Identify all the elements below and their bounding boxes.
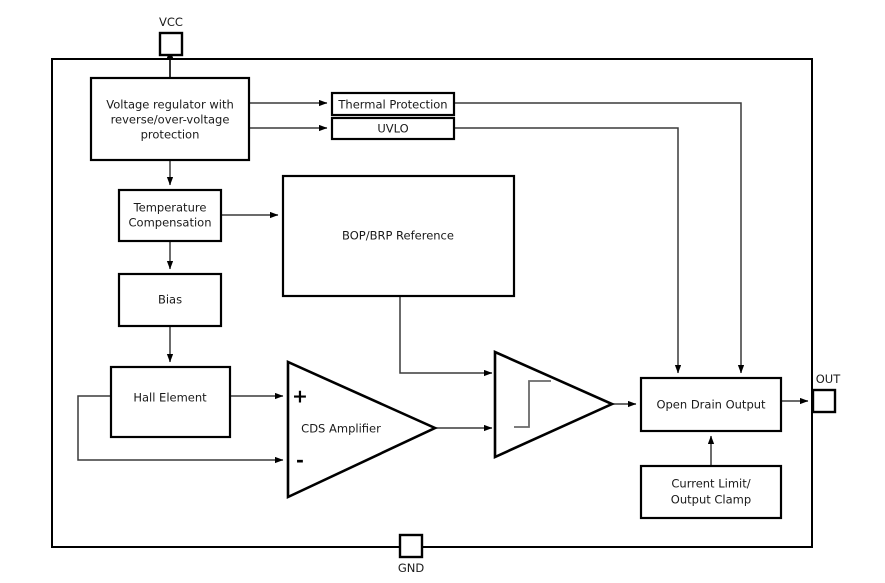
block-current-limit-output-clamp-label-line2: Output Clamp bbox=[671, 493, 751, 507]
wire-uvlo-to-open-drain bbox=[454, 127, 682, 374]
block-bop-brp-reference[interactable] bbox=[281, 174, 516, 298]
pad-out[interactable] bbox=[811, 388, 837, 414]
block-current-limit-output-clamp[interactable] bbox=[639, 464, 783, 520]
block-bias[interactable] bbox=[117, 272, 223, 328]
block-voltage-regulator-label-line2: reverse/over-voltage bbox=[111, 113, 230, 127]
block-uvlo[interactable] bbox=[330, 116, 456, 141]
block-uvlo-label: UVLO bbox=[377, 122, 408, 136]
block-current-limit-output-clamp-label-line1: Current Limit/ bbox=[671, 477, 750, 491]
pad-vcc[interactable] bbox=[158, 31, 184, 57]
block-voltage-regulator[interactable] bbox=[89, 76, 251, 162]
pad-gnd-label: GND bbox=[398, 561, 425, 575]
pad-gnd[interactable] bbox=[398, 533, 424, 559]
block-bias-label: Bias bbox=[158, 293, 182, 307]
block-thermal-protection-label: Thermal Protection bbox=[337, 98, 447, 112]
block-temperature-compensation-label-line1: Temperature bbox=[133, 201, 207, 215]
block-open-drain-output-label: Open Drain Output bbox=[656, 398, 766, 412]
block-hall-element-label: Hall Element bbox=[133, 391, 207, 405]
block-schmitt-comparator[interactable] bbox=[493, 349, 616, 460]
block-voltage-regulator-label-line3: protection bbox=[141, 128, 200, 142]
block-cds-amplifier[interactable] bbox=[286, 359, 439, 500]
wire-thermal-to-open-drain bbox=[454, 102, 745, 374]
cds-amplifier-plus-sign: + bbox=[292, 386, 308, 408]
block-bop-brp-reference-label: BOP/BRP Reference bbox=[342, 229, 454, 243]
block-temperature-compensation[interactable] bbox=[117, 188, 223, 243]
wire-hall-to-amp-minus bbox=[77, 395, 284, 464]
hysteresis-icon bbox=[514, 380, 551, 428]
chip-boundary bbox=[51, 58, 813, 548]
pad-out-label: OUT bbox=[816, 372, 841, 386]
block-temperature-compensation-label-line2: Compensation bbox=[129, 216, 212, 230]
block-open-drain-output[interactable] bbox=[639, 376, 783, 433]
block-hall-element[interactable] bbox=[109, 365, 232, 439]
block-thermal-protection[interactable] bbox=[330, 91, 456, 117]
wire-reference-to-comparator bbox=[399, 296, 493, 377]
pad-vcc-label: VCC bbox=[159, 15, 183, 29]
block-cds-amplifier-label: CDS Amplifier bbox=[301, 422, 381, 436]
cds-amplifier-minus-sign: - bbox=[296, 450, 304, 472]
block-voltage-regulator-label-line1: Voltage regulator with bbox=[106, 98, 234, 112]
